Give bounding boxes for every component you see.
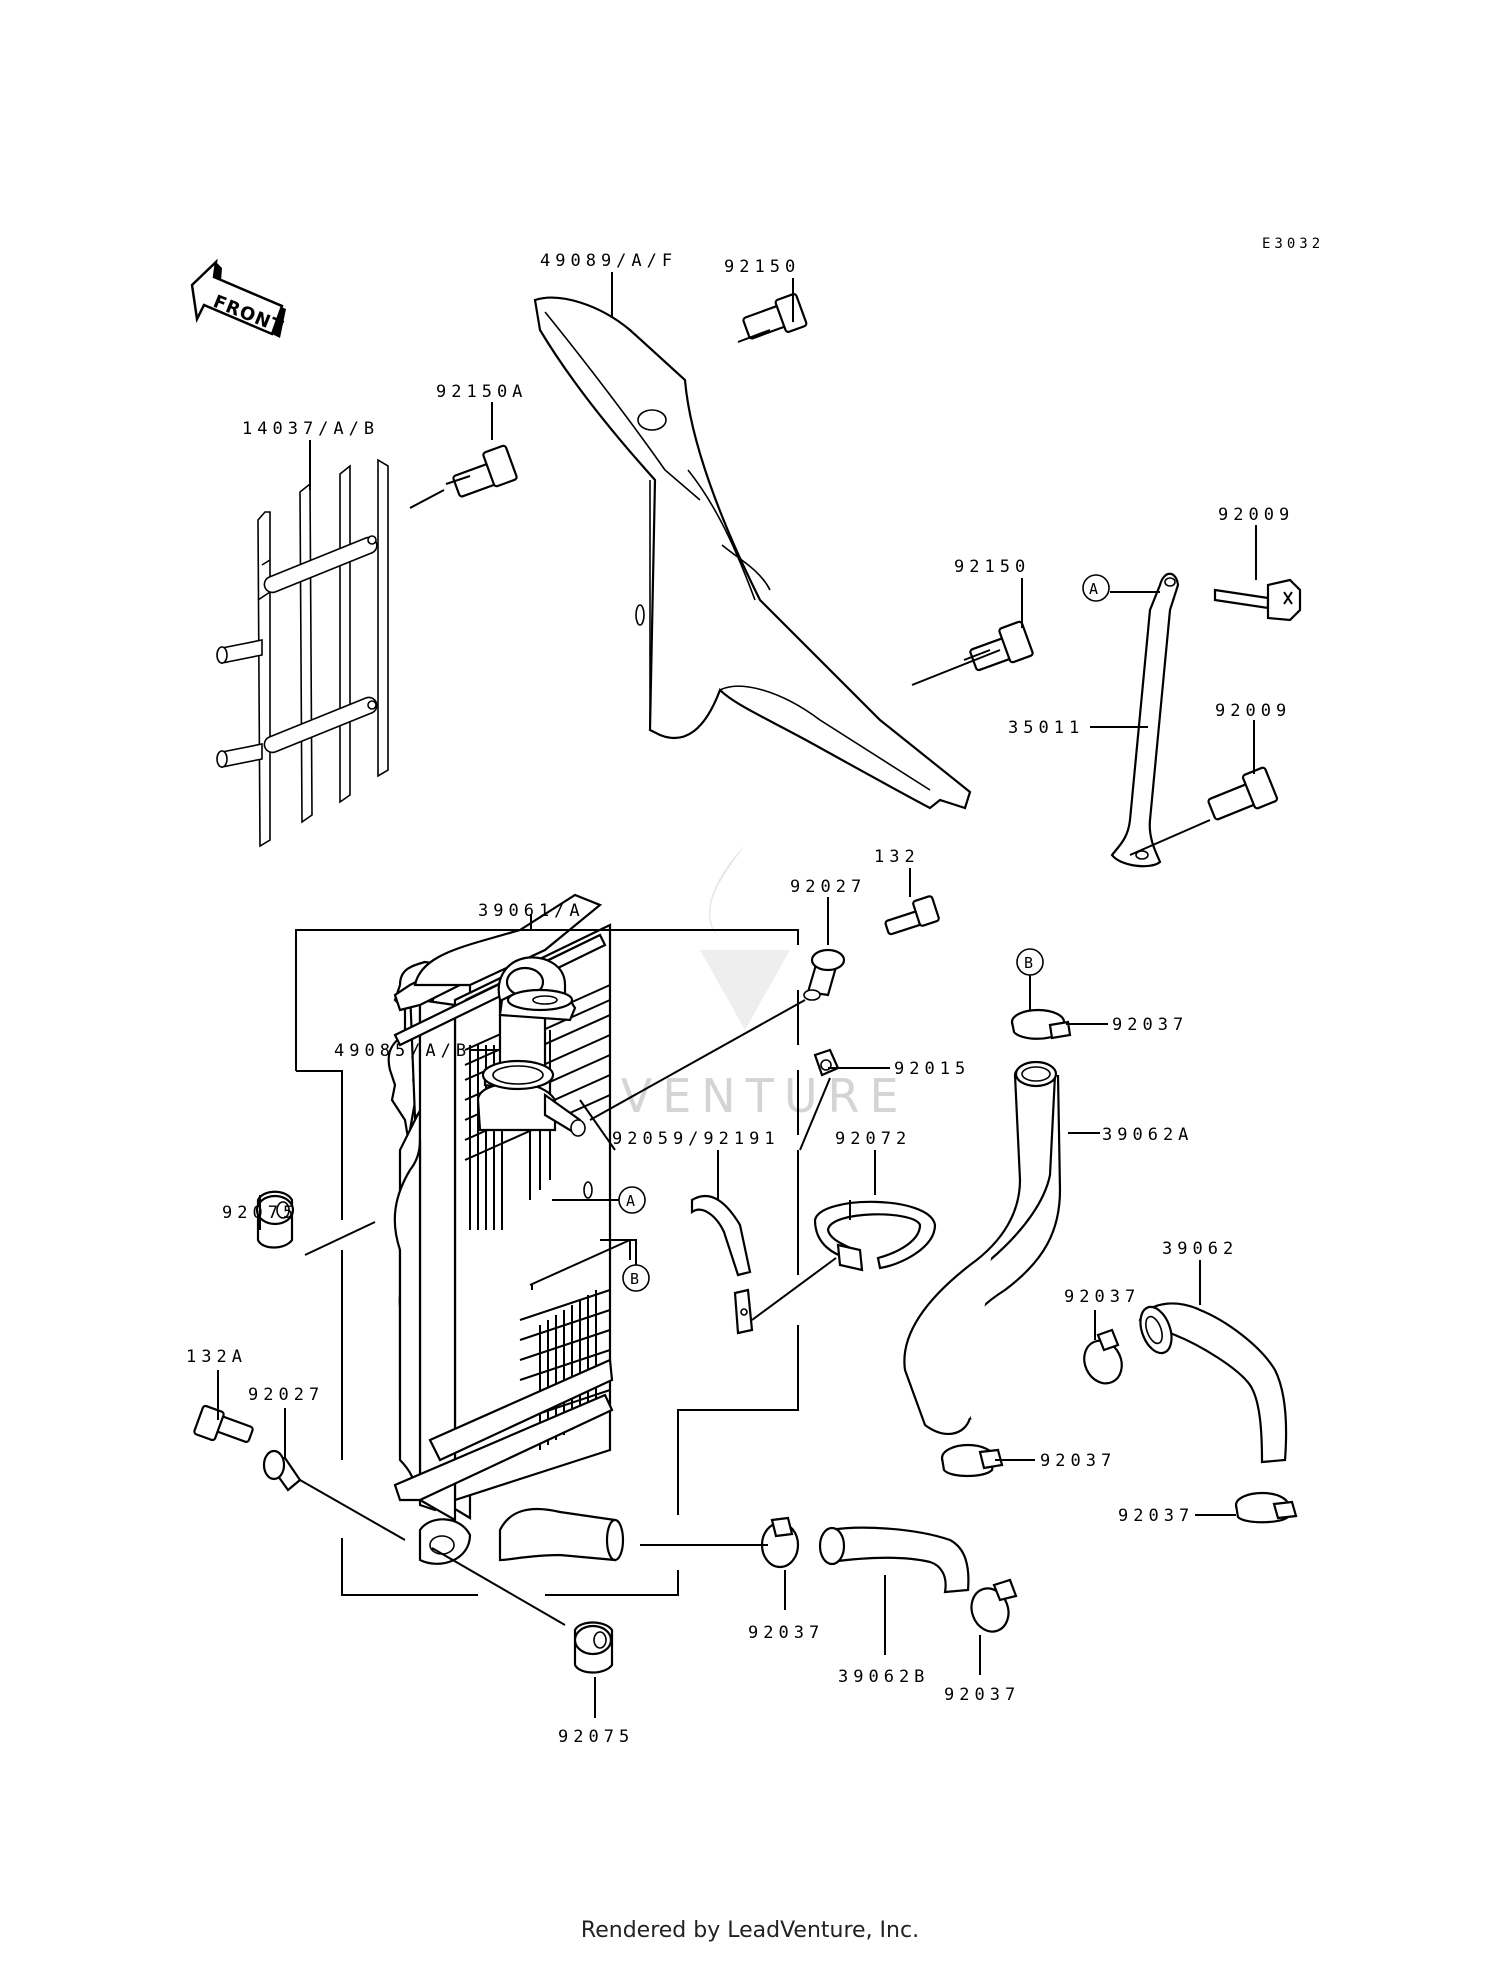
callout-92009-bot: 92009 (1215, 701, 1291, 721)
clamp-92037-hose (760, 1516, 800, 1569)
callout-92037-bot: 92037 (944, 1685, 1020, 1705)
callout-92037-right: 92037 (1118, 1506, 1194, 1526)
svg-text:A: A (626, 1192, 635, 1210)
assembly-bracket-39061 (295, 914, 799, 1596)
svg-text:B: B (1024, 954, 1033, 972)
clamp-92037-bot (970, 1578, 1018, 1633)
hose-92059 (690, 1194, 754, 1335)
callout-92150-top: 92150 (724, 257, 800, 277)
marker-a-radiator: A (618, 1186, 646, 1214)
bolt-92150A (445, 444, 518, 498)
hose-39062 (1138, 1302, 1288, 1464)
diagram-code: E3032 (1262, 236, 1324, 252)
callout-92037-hose: 92037 (748, 1623, 824, 1643)
callout-39061: 39061/A (478, 901, 585, 921)
callout-39062A: 39062A (1102, 1125, 1193, 1145)
clamp-92072 (813, 1200, 937, 1272)
bolt-132A (193, 1404, 254, 1443)
grommet-92075-left (255, 1190, 295, 1249)
strap-35011 (1110, 572, 1180, 868)
callout-132: 132 (874, 847, 920, 867)
collar-92027-top (803, 948, 846, 1001)
radiator-guard (216, 458, 389, 848)
svg-text:A: A (1089, 580, 1098, 598)
marker-b-radiator: B (622, 1264, 650, 1292)
marker-a-strap: A (1082, 574, 1110, 602)
marker-b-clamp: B (1016, 948, 1044, 976)
clamp-92037-mid (940, 1443, 1004, 1478)
callout-92059: 92059/92191 (612, 1129, 780, 1149)
callout-92075-left: 92075 (222, 1203, 298, 1223)
callout-92150A: 92150A (436, 382, 527, 402)
radiator-cap-49085 (498, 988, 577, 1022)
callout-49089: 49089/A/F (540, 251, 677, 271)
hose-39062B (818, 1526, 970, 1594)
callout-14037: 14037/A/B (242, 419, 379, 439)
callout-92037-low: 92037 (1064, 1287, 1140, 1307)
filler-neck (476, 1059, 586, 1137)
radiator (387, 893, 625, 1565)
callout-39062B: 39062B (838, 1667, 929, 1687)
callout-132A: 132A (186, 1347, 247, 1367)
bolt-92009-bot (1207, 766, 1279, 821)
callout-92072: 92072 (835, 1129, 911, 1149)
outlet-pipe (418, 1508, 625, 1565)
hose-39062A (903, 1060, 1062, 1435)
leader-lines (217, 272, 1257, 1718)
clamp-92037-right (1234, 1491, 1298, 1524)
callout-49085: 49085/A/B (334, 1041, 471, 1061)
callout-92027-top: 92027 (790, 877, 866, 897)
collar-92027-left (262, 1449, 302, 1492)
bolt-92150-mid (963, 620, 1034, 672)
front-arrow-icon: FRONT (190, 258, 286, 338)
radiator-shroud (533, 296, 972, 810)
callout-39062: 39062 (1162, 1239, 1238, 1259)
bolt-92009-top (1213, 578, 1302, 622)
clamp-92037-b (1010, 1008, 1072, 1040)
callout-92037-b: 92037 (1112, 1015, 1188, 1035)
svg-text:B: B (630, 1270, 639, 1288)
callout-92015: 92015 (894, 1059, 970, 1079)
grommet-92075-bot (573, 1621, 614, 1674)
clamp-92037-left (1083, 1328, 1123, 1385)
bolt-92150-top (737, 293, 808, 343)
callout-92150-mid: 92150 (954, 557, 1030, 577)
callout-35011: 35011 (1008, 718, 1084, 738)
callout-labels: 49089/A/F 92150 92150A 14037/A/B 92150 9… (186, 251, 1294, 1747)
callout-92027-left: 92027 (248, 1385, 324, 1405)
callout-92075-bot: 92075 (558, 1727, 634, 1747)
footer-credit: Rendered by LeadVenture, Inc. (580, 1918, 920, 1943)
bolt-132 (884, 895, 940, 936)
callout-92037-mid: 92037 (1040, 1451, 1116, 1471)
callout-92009-top: 92009 (1218, 505, 1294, 525)
